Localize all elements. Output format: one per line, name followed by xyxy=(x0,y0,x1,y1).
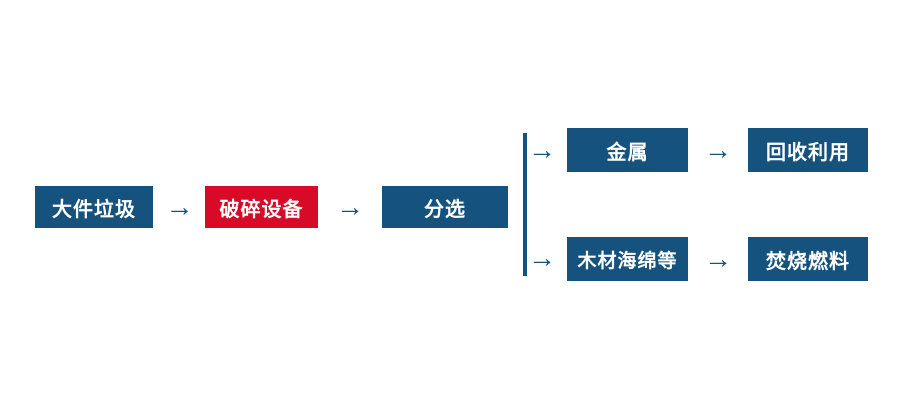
arrow-wood-to-fuel-icon: → xyxy=(704,243,732,274)
branch-connector-line xyxy=(523,133,527,276)
arrow-branch-to-metal-icon: → xyxy=(528,134,556,165)
node-sorting: 分选 xyxy=(382,186,508,228)
node-bulky-waste: 大件垃圾 xyxy=(35,186,153,228)
node-metal: 金属 xyxy=(567,128,688,172)
arrow-crushing-to-sorting-icon: → xyxy=(336,191,364,222)
node-crushing-equipment: 破碎设备 xyxy=(205,186,318,228)
node-wood-sponge-etc: 木材海绵等 xyxy=(567,237,688,281)
node-recycling: 回收利用 xyxy=(748,128,868,172)
arrow-branch-to-wood-icon: → xyxy=(528,242,556,273)
node-incineration-fuel: 焚烧燃料 xyxy=(748,237,868,281)
arrow-metal-to-recycling-icon: → xyxy=(704,134,732,165)
arrow-bulky-to-crushing-icon: → xyxy=(165,191,194,222)
